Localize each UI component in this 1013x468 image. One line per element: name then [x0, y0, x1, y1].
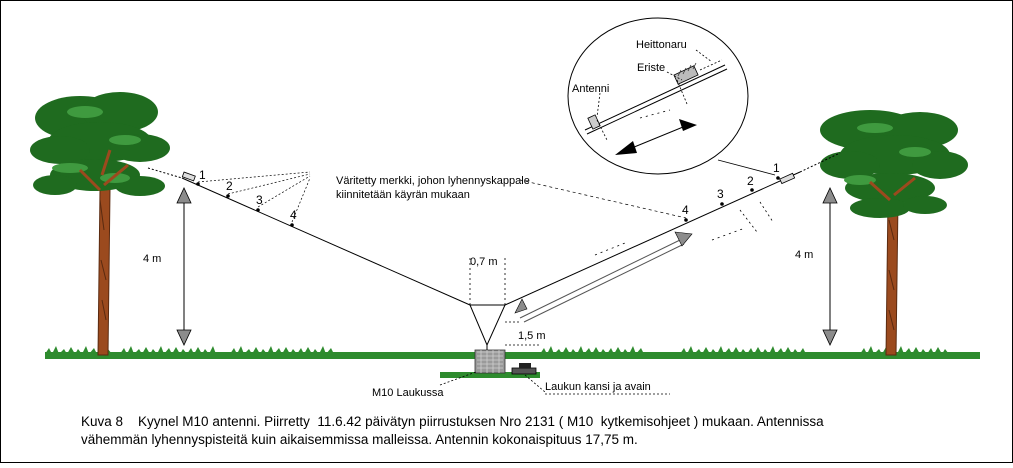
- lid-key-label: Laukun kansi ja avain: [545, 381, 651, 393]
- antenna-label: Antenni: [572, 83, 609, 95]
- insulator-label: Eriste: [637, 62, 665, 74]
- caption-line-2: vähemmän lyhennyspisteitä kuin aikaisemm…: [81, 432, 638, 447]
- antenna-wire-left: [147, 167, 471, 306]
- shortening-points-left: [196, 171, 311, 227]
- point-left-1: 1: [199, 168, 206, 182]
- shortening-points-right: [684, 176, 780, 222]
- point-right-3: 3: [717, 187, 724, 201]
- throw-cord-label: Heittonaru: [636, 39, 687, 51]
- right-wire-length-arrow: [519, 201, 774, 323]
- detail-circle: [567, 17, 776, 176]
- right-tree: [820, 110, 968, 356]
- height-label-right: 4 m: [795, 249, 813, 261]
- feeder-triangle: [469, 258, 506, 347]
- antenna-case: [474, 345, 506, 374]
- height-arrow-left: [176, 187, 192, 346]
- point-right-2: 2: [747, 174, 754, 188]
- width-label: 0,7 m: [470, 256, 498, 268]
- height-arrow-right: [822, 187, 838, 346]
- height-label-left: 4 m: [143, 253, 161, 265]
- point-left-3: 3: [256, 193, 263, 207]
- point-left-4: 4: [290, 208, 297, 222]
- ground-grass: [45, 346, 980, 378]
- point-right-1: 1: [773, 161, 780, 175]
- lid-leader-line: [524, 374, 546, 393]
- marker-note-line1: Väritetty merkki, johon lyhennyskappale: [336, 175, 530, 187]
- point-left-2: 2: [226, 179, 233, 193]
- point-right-4: 4: [682, 203, 689, 217]
- drop-label: 1,5 m: [518, 330, 546, 342]
- drop-arrow-head: [514, 298, 528, 314]
- left-tree: [30, 92, 170, 356]
- caption-line-1: Kuva 8 Kyynel M10 antenni. Piirretty 11.…: [81, 414, 824, 429]
- marker-leader-line: [519, 179, 687, 219]
- case-lid-and-key: [511, 363, 537, 375]
- case-label: M10 Laukussa: [372, 387, 444, 399]
- antenna-wire-right: [504, 152, 841, 306]
- marker-note-line2: kiinnitetään käyrän mukaan: [336, 189, 470, 201]
